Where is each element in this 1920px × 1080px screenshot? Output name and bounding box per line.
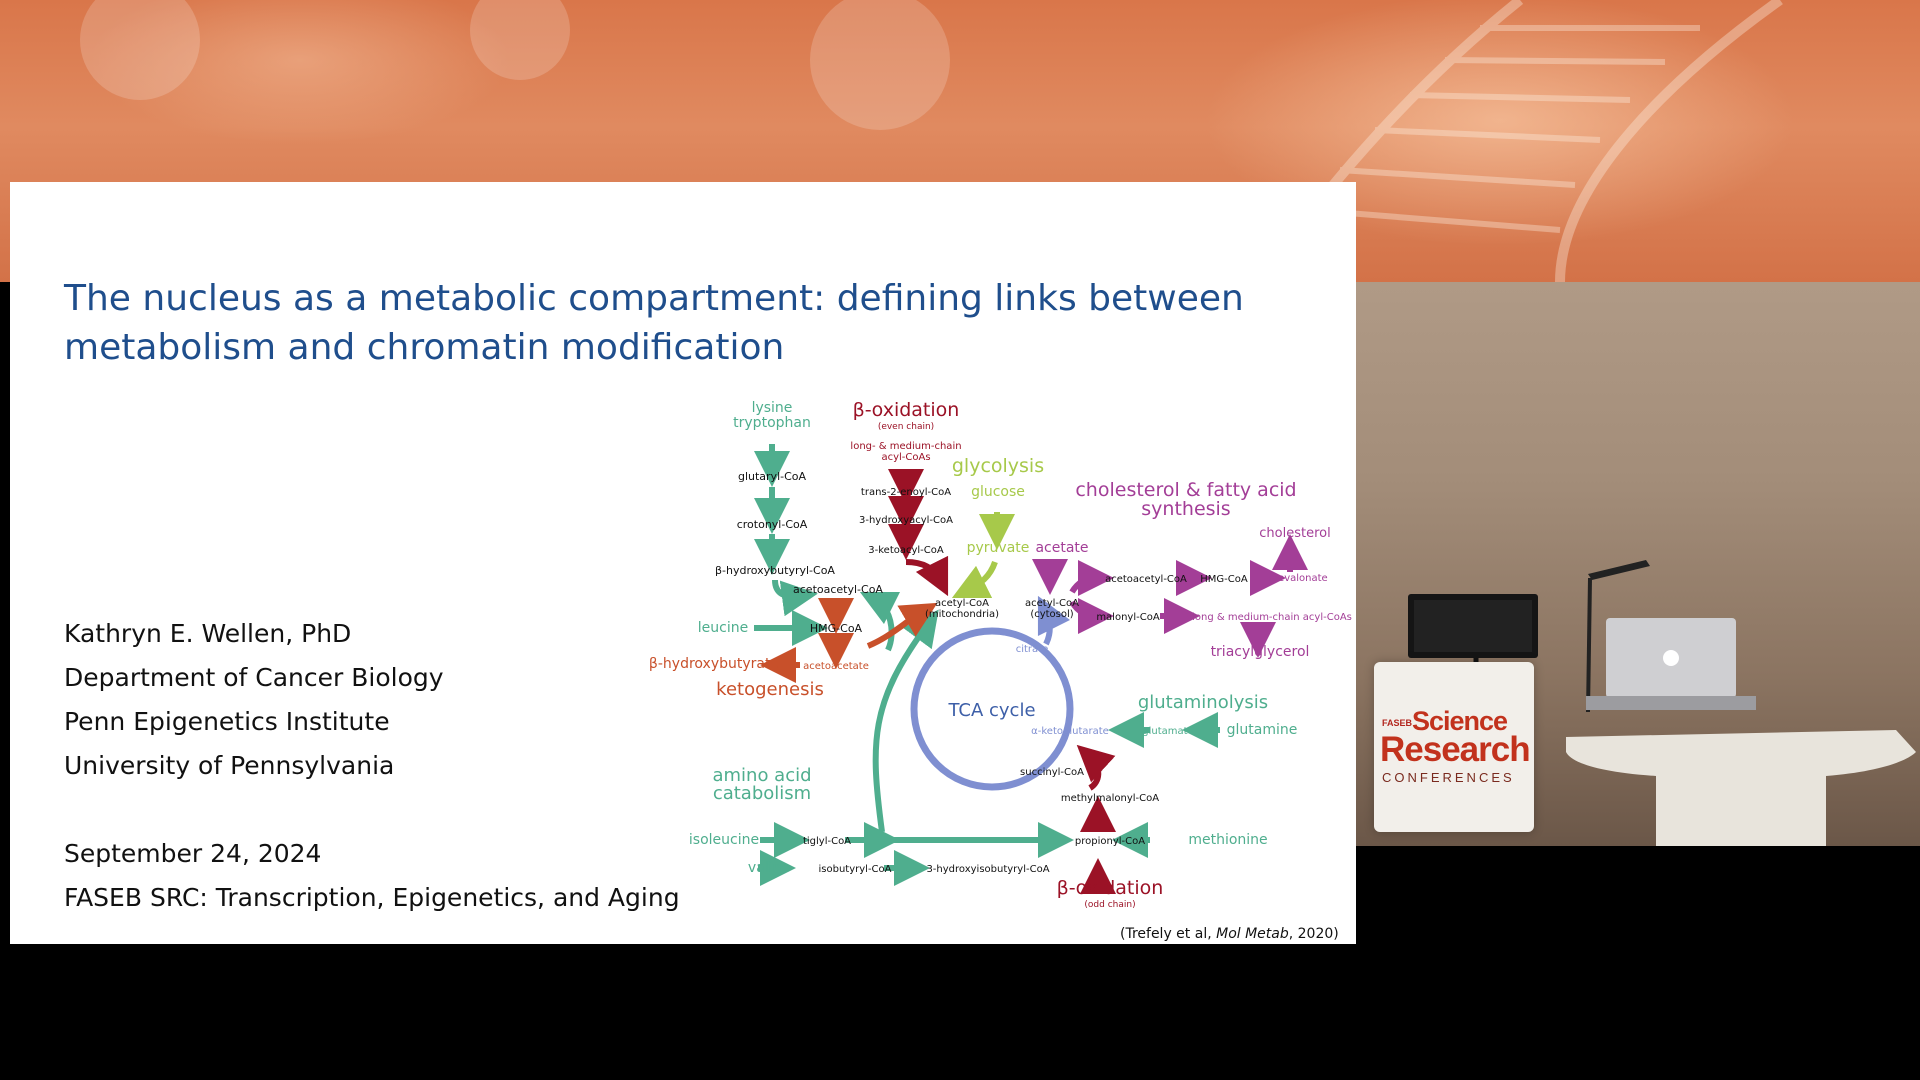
glutaryl-coa-label: glutaryl-CoA xyxy=(738,470,807,483)
b-hydroxybutyrate-label: β-hydroxybutyrate xyxy=(649,656,779,672)
tca-cycle-label: TCA cycle xyxy=(947,700,1035,721)
leucine-label: leucine xyxy=(698,620,748,636)
trans-enoyl-coa-label: trans-2-enoyl-CoA xyxy=(861,487,951,498)
glutaminolysis-label: glutaminolysis xyxy=(1138,692,1268,713)
triacylglycerol-label: triacylglycerol xyxy=(1211,644,1310,660)
malonyl-coa-label: malonyl-CoA xyxy=(1096,612,1160,623)
amino-acid-line2: catabolism xyxy=(713,783,811,804)
b-hydroxybutyryl-coa-label: β-hydroxybutyryl-CoA xyxy=(715,564,835,577)
hydroxyisobutyryl-coa-label: 3-hydroxyisobutyryl-CoA xyxy=(926,864,1049,875)
dark-red-arrows xyxy=(888,469,1116,894)
lime-arrows xyxy=(951,512,1015,599)
ketogenesis-label: ketogenesis xyxy=(716,679,824,700)
acetoacetate-label: acetoacetate xyxy=(803,661,869,672)
acetyl-coa-cyto-line2: (cytosol) xyxy=(1030,609,1073,620)
hmg-coa-cyto-label: HMG-CoA xyxy=(1200,574,1248,585)
slide-title: The nucleus as a metabolic compartment: … xyxy=(64,274,1304,372)
glutamine-label: glutamine xyxy=(1227,722,1298,738)
hmg-coa-mito-label: HMG-CoA xyxy=(810,622,863,635)
pyruvate-label: pyruvate xyxy=(967,540,1030,556)
isoleucine-label: isoleucine xyxy=(689,832,759,848)
presentation-slide: The nucleus as a metabolic compartment: … xyxy=(10,182,1356,944)
sign-research-label: Research xyxy=(1380,730,1531,769)
stage-scene xyxy=(1408,560,1916,846)
faseb-stage-sign: FASEB Science Research CONFERENCES xyxy=(1374,662,1534,832)
author-department: Department of Cancer Biology xyxy=(64,663,444,692)
orange-arrows xyxy=(760,598,938,683)
amino-acid-line1: amino acid xyxy=(712,765,811,786)
acetyl-coa-mito-line2: (mitochondria) xyxy=(925,609,999,620)
author-institute: Penn Epigenetics Institute xyxy=(64,707,390,736)
long-medium-cyto-label: long & medium-chain acyl-CoAs xyxy=(1192,612,1352,623)
blue-arrows xyxy=(1037,595,1071,646)
conference-stage-video: FASEB Science Research CONFERENCES xyxy=(1356,282,1920,846)
citation-prefix: (Trefely et al, xyxy=(1120,926,1217,942)
b-oxidation-even-label: β-oxidation xyxy=(853,399,960,421)
slide-title-line2: metabolism and chromatin modification xyxy=(64,327,785,368)
hydroxyacyl-coa-label: 3-hydroxyacyl-CoA xyxy=(859,515,953,526)
metabolic-pathway-diagram: lysine tryptophan glutaryl-CoA crotonyl-… xyxy=(649,399,1352,910)
crotonyl-coa-label: crotonyl-CoA xyxy=(737,518,808,531)
author-university: University of Pennsylvania xyxy=(64,751,395,780)
odd-chain-label: (odd chain) xyxy=(1084,900,1135,910)
slide-title-line1: The nucleus as a metabolic compartment: … xyxy=(64,278,1244,319)
propionyl-coa-label: propionyl-CoA xyxy=(1075,836,1145,847)
long-medium-acyl-line1: long- & medium-chain xyxy=(850,441,961,452)
acetyl-coa-mito-line1: acetyl-CoA xyxy=(935,598,989,609)
succinyl-coa-label: succinyl-CoA xyxy=(1020,767,1084,778)
a-ketoglutarate-label: α-ketoglutarate xyxy=(1031,726,1109,737)
talk-date: September 24, 2024 xyxy=(64,839,322,868)
author-name: Kathryn E. Wellen, PhD xyxy=(64,619,352,648)
cholesterol-fa-line2: synthesis xyxy=(1141,498,1230,520)
tca-cycle-ring xyxy=(910,627,1074,791)
methionine-label: methionine xyxy=(1188,832,1267,848)
lysine-label: lysine xyxy=(752,400,793,416)
citrate-label: citrate xyxy=(1016,644,1049,655)
author-block: Kathryn E. Wellen, PhD Department of Can… xyxy=(64,612,704,920)
glycolysis-label: glycolysis xyxy=(952,455,1044,477)
tryptophan-label: tryptophan xyxy=(733,415,811,431)
valine-label: valine xyxy=(748,860,790,876)
sign-faseb-label: FASEB xyxy=(1382,718,1413,728)
mevalonate-label: mevalonate xyxy=(1268,573,1327,584)
ketoacyl-coa-label: 3-ketoacyl-CoA xyxy=(868,545,944,556)
long-medium-acyl-line2: acyl-CoAs xyxy=(881,452,930,463)
acetyl-coa-cyto-line1: acetyl-CoA xyxy=(1025,598,1079,609)
citation-suffix: , 2020) xyxy=(1288,926,1339,942)
citation: (Trefely et al, Mol Metab, 2020) xyxy=(1120,926,1339,942)
sign-conferences-label: CONFERENCES xyxy=(1382,770,1515,785)
cholesterol-label: cholesterol xyxy=(1259,526,1330,541)
b-oxidation-odd-label: β-oxidation xyxy=(1057,877,1164,899)
cholesterol-fa-line1: cholesterol & fatty acid xyxy=(1075,479,1296,501)
methylmalonyl-coa-label: methylmalonyl-CoA xyxy=(1061,793,1159,804)
acetoacetyl-coa-cyto-label: acetoacetyl-CoA xyxy=(1105,574,1187,585)
even-chain-label: (even chain) xyxy=(878,422,934,432)
purple-arrows xyxy=(1032,534,1308,658)
acetoacetyl-coa-mito-label: acetoacetyl-CoA xyxy=(793,583,883,596)
acetate-label: acetate xyxy=(1035,540,1088,556)
sign-science-label: Science xyxy=(1412,706,1508,736)
tiglyl-coa-label: tiglyl-CoA xyxy=(803,836,851,847)
isobutyryl-coa-label: isobutyryl-CoA xyxy=(819,864,892,875)
glutamate-label: glutamate xyxy=(1142,726,1193,737)
event-name: FASEB SRC: Transcription, Epigenetics, a… xyxy=(64,883,680,912)
citation-journal: Mol Metab xyxy=(1216,926,1289,942)
teal-arrows xyxy=(754,444,1220,886)
glucose-label: glucose xyxy=(971,484,1025,500)
